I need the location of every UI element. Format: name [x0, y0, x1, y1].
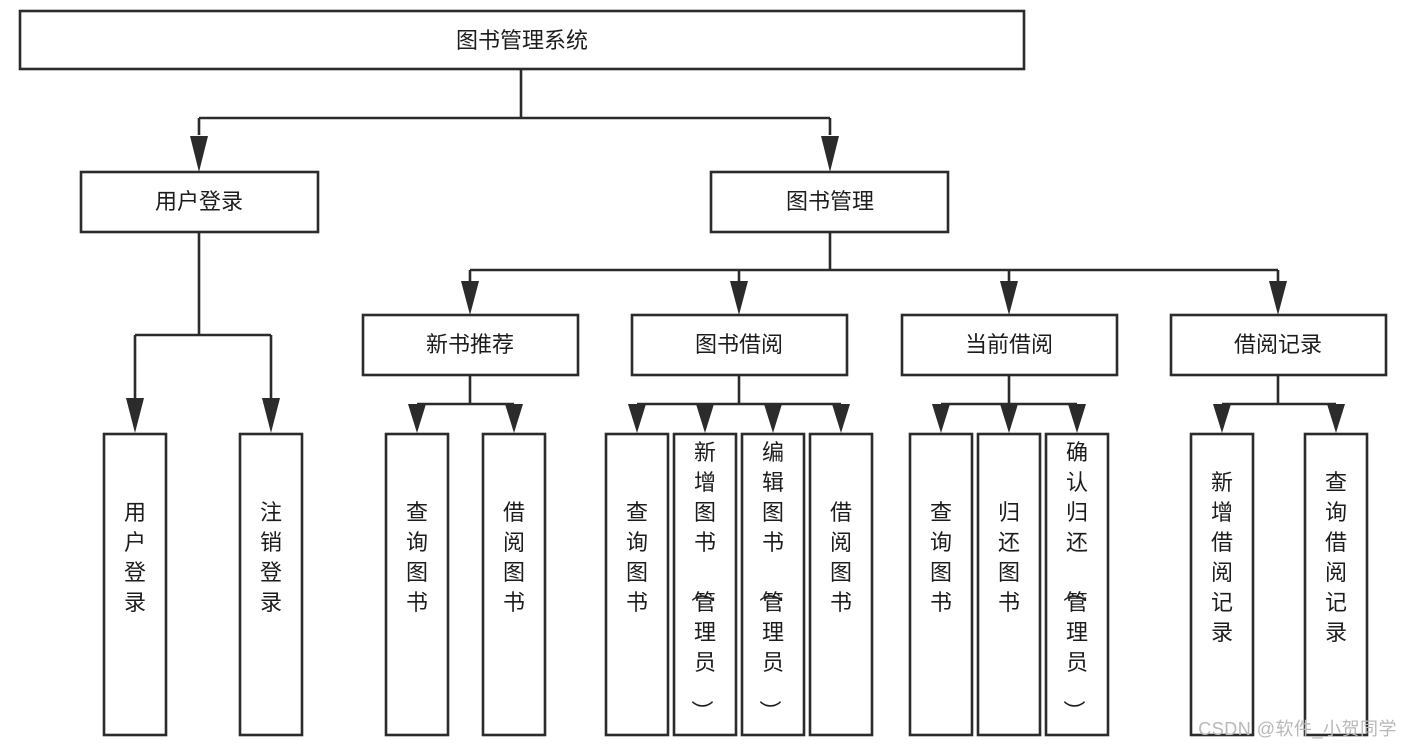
arrow-head-leaf-edit-book	[764, 404, 782, 433]
node-leaf-add-record-box[interactable]	[1189, 432, 1255, 737]
node-leaf-add-record-label: 新增借阅记录	[1211, 470, 1233, 645]
node-leaf-borrow-book-2[interactable]: 借阅图书	[808, 432, 874, 737]
node-leaf-user-login[interactable]: 用户登录	[102, 432, 168, 737]
arrow-head-leaf-query-record	[1327, 404, 1345, 433]
node-leaf-borrow-book-1-box[interactable]	[481, 432, 547, 737]
arrow-head-current-borrow	[1000, 281, 1018, 315]
node-leaf-return-book[interactable]: 归还图书	[976, 432, 1042, 737]
node-leaf-return-book-box[interactable]	[976, 432, 1042, 737]
node-new-book-recommend-label: 新书推荐	[426, 332, 514, 357]
node-current-borrow-label: 当前借阅	[965, 332, 1053, 357]
node-new-book-recommend[interactable]: 新书推荐	[361, 313, 580, 377]
node-leaf-user-login-label: 用户登录	[124, 500, 146, 615]
arrow-head-user-login	[190, 136, 208, 172]
arrow-head-leaf-return-book	[1000, 404, 1018, 433]
arrow-head-borrow-record	[1269, 281, 1287, 315]
node-leaf-confirm-return[interactable]: 确认归还（管理员）	[1044, 432, 1110, 737]
node-user-login-label: 用户登录	[155, 189, 243, 214]
node-leaf-query-book-3-label: 查询图书	[930, 500, 952, 615]
node-leaf-query-book-1-box[interactable]	[384, 432, 450, 737]
node-leaf-borrow-book-1-label: 借阅图书	[503, 500, 525, 615]
node-user-login[interactable]: 用户登录	[79, 170, 320, 234]
arrow-head-leaf-add-record	[1213, 404, 1231, 433]
node-leaf-add-book-box[interactable]	[672, 432, 738, 737]
node-leaf-query-book-3[interactable]: 查询图书	[908, 432, 974, 737]
node-leaf-add-book-label: 新增图书（管理员）	[689, 440, 716, 722]
node-leaf-add-record[interactable]: 新增借阅记录	[1189, 432, 1255, 737]
arrow-head-leaf-user-login	[126, 398, 144, 433]
node-book-management[interactable]: 图书管理	[709, 170, 950, 234]
node-leaf-query-record[interactable]: 查询借阅记录	[1303, 432, 1369, 737]
node-leaf-query-book-1[interactable]: 查询图书	[384, 432, 450, 737]
node-leaf-edit-book-box[interactable]	[740, 432, 806, 737]
node-leaf-return-book-label: 归还图书	[998, 500, 1020, 615]
node-borrow-record-box[interactable]	[1169, 313, 1388, 377]
node-leaf-query-book-2-box[interactable]	[604, 432, 670, 737]
node-new-book-recommend-box[interactable]	[361, 313, 580, 377]
node-leaf-confirm-return-label: 确认归还（管理员）	[1061, 440, 1088, 722]
connector-layer	[126, 69, 1345, 433]
node-leaf-query-record-box[interactable]	[1303, 432, 1369, 737]
arrow-head-leaf-query-book-1	[408, 404, 426, 433]
node-leaf-query-book-1-label: 查询图书	[406, 500, 428, 615]
node-leaf-query-book-2-label: 查询图书	[626, 500, 648, 615]
node-leaf-user-logout-label: 注销登录	[260, 500, 282, 615]
node-leaf-query-book-2[interactable]: 查询图书	[604, 432, 670, 737]
arrow-head-leaf-confirm-return	[1068, 404, 1086, 433]
node-leaf-add-book[interactable]: 新增图书（管理员）	[672, 432, 738, 737]
node-current-borrow[interactable]: 当前借阅	[900, 313, 1119, 377]
node-borrow-record-label: 借阅记录	[1234, 332, 1322, 357]
arrow-head-leaf-borrow-book-2	[832, 404, 850, 433]
arrow-head-new-book-recommend	[461, 281, 479, 315]
node-current-borrow-box[interactable]	[900, 313, 1119, 377]
node-root-label: 图书管理系统	[456, 28, 588, 53]
node-leaf-user-login-box[interactable]	[102, 432, 168, 737]
node-root-box[interactable]	[18, 9, 1026, 71]
node-leaf-edit-book-label: 编辑图书（管理员）	[757, 440, 784, 722]
arrow-head-leaf-add-book	[696, 404, 714, 433]
arrow-head-leaf-user-logout	[262, 398, 280, 433]
node-leaf-user-logout[interactable]: 注销登录	[238, 432, 304, 737]
node-leaf-borrow-book-1[interactable]: 借阅图书	[481, 432, 547, 737]
node-leaf-user-logout-box[interactable]	[238, 432, 304, 737]
node-leaf-query-record-label: 查询借阅记录	[1325, 470, 1347, 645]
arrow-head-leaf-borrow-book-1	[505, 404, 523, 433]
node-book-borrow-label: 图书借阅	[695, 332, 783, 357]
node-root[interactable]: 图书管理系统	[18, 9, 1026, 71]
arrow-head-book-management	[821, 136, 839, 172]
node-leaf-edit-book[interactable]: 编辑图书（管理员）	[740, 432, 806, 737]
node-book-management-label: 图书管理	[786, 189, 874, 214]
node-leaf-confirm-return-box[interactable]	[1044, 432, 1110, 737]
arrow-head-leaf-query-book-3	[932, 404, 950, 433]
arrow-head-book-borrow	[730, 281, 748, 315]
node-leaf-borrow-book-2-box[interactable]	[808, 432, 874, 737]
arrow-head-leaf-query-book-2	[628, 404, 646, 433]
node-leaf-query-book-3-box[interactable]	[908, 432, 974, 737]
node-book-borrow[interactable]: 图书借阅	[630, 313, 849, 377]
node-leaf-borrow-book-2-label: 借阅图书	[830, 500, 852, 615]
node-book-management-box[interactable]	[709, 170, 950, 234]
node-borrow-record[interactable]: 借阅记录	[1169, 313, 1388, 377]
node-book-borrow-box[interactable]	[630, 313, 849, 377]
node-user-login-box[interactable]	[79, 170, 320, 234]
